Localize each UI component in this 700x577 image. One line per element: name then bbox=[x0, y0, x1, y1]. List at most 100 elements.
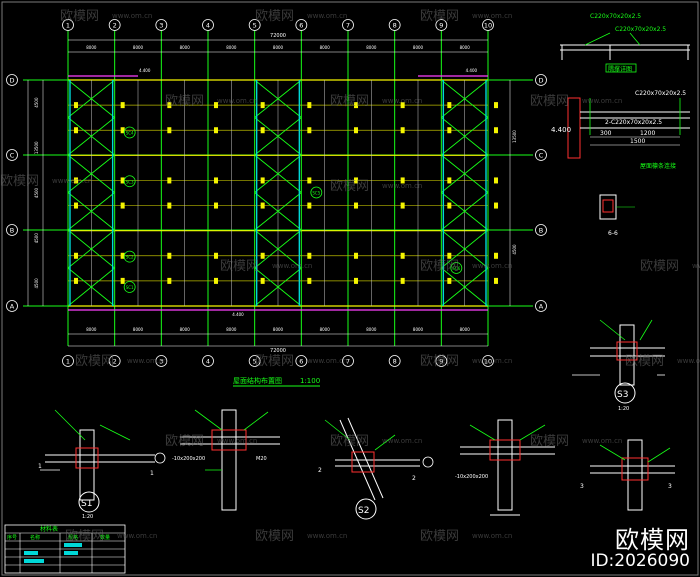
section-label: 6-6 bbox=[608, 230, 618, 237]
d4-plate-note: -10x200x200 bbox=[455, 474, 488, 480]
watermark-url: www.om.cn bbox=[52, 177, 92, 185]
sc-marker-5 bbox=[310, 186, 323, 199]
dim-top-bay-8: 8000 bbox=[460, 45, 471, 50]
dim-top-bay-7: 8000 bbox=[413, 45, 424, 50]
truss-note-2: C220x70x20x2.5 bbox=[615, 26, 666, 33]
dim-left-1: 13500 bbox=[34, 141, 39, 154]
brace bbox=[441, 79, 489, 118]
table-header-0: 序号 bbox=[7, 534, 17, 541]
purlin-clip bbox=[447, 102, 452, 109]
axis-label-top-2: 2 bbox=[113, 22, 117, 30]
axis-label-bottom-8: 8 bbox=[393, 358, 397, 366]
brace bbox=[67, 154, 115, 193]
watermark-url: www.om.cn bbox=[307, 532, 347, 540]
watermark-cn: 欧模网 bbox=[255, 529, 294, 544]
axis-label-bottom-4: 4 bbox=[206, 358, 210, 366]
purlin-clip bbox=[74, 127, 78, 134]
watermark-cn: 欧模网 bbox=[625, 354, 664, 369]
brace bbox=[254, 267, 302, 307]
purlin-clip bbox=[260, 127, 265, 134]
dim-1500: 1500 bbox=[630, 138, 645, 145]
purlin-clip bbox=[74, 202, 78, 209]
watermark-url: www.om.cn bbox=[382, 97, 422, 105]
purlin-clip bbox=[447, 277, 452, 284]
elev-label-0: 4.400 bbox=[139, 68, 151, 73]
watermark-cn: 欧模网 bbox=[65, 529, 104, 544]
brace bbox=[254, 117, 302, 156]
purlin-clip bbox=[354, 127, 358, 134]
watermark-url: www.om.cn bbox=[217, 437, 257, 445]
brace bbox=[441, 192, 489, 231]
watermark-cn: 欧模网 bbox=[255, 9, 294, 24]
dim-left-4: 4500 bbox=[34, 278, 39, 289]
axis-label-bottom-7: 7 bbox=[346, 358, 350, 366]
axis-bubble-bottom-8 bbox=[388, 355, 401, 367]
axis-label-bottom-9: 9 bbox=[439, 358, 443, 366]
watermark-url: www.om.cn bbox=[582, 97, 622, 105]
brace bbox=[254, 79, 302, 118]
axis-bubble-bottom-6 bbox=[295, 355, 308, 367]
dim-bottom-bay-6: 8000 bbox=[366, 327, 377, 332]
purlin-clip bbox=[307, 252, 312, 259]
brace-elev: 4.400 bbox=[551, 126, 571, 134]
purlin-clip bbox=[400, 277, 405, 284]
row-label-right-C: C bbox=[539, 152, 544, 160]
watermark-cn: 欧模网 bbox=[330, 434, 369, 449]
dim-top-bay-1: 8000 bbox=[133, 45, 144, 50]
watermark-cn: 欧模网 bbox=[165, 94, 204, 109]
row-label-left-D: D bbox=[9, 77, 14, 85]
detail-2: -10x200x200 M20 bbox=[172, 409, 280, 511]
brace-section-note: 屋面檩条连接 bbox=[640, 162, 676, 170]
s3-label: S3 bbox=[617, 390, 628, 400]
watermark-cn: 欧模网 bbox=[330, 179, 369, 194]
purlin-clip bbox=[120, 252, 125, 259]
row-label-left-A: A bbox=[10, 303, 15, 311]
dim-top-bay-4: 8000 bbox=[273, 45, 284, 50]
purlin-clip bbox=[214, 252, 218, 259]
watermark-url: www.om.cn bbox=[472, 12, 512, 20]
dim-bottom-bay-3: 8000 bbox=[226, 327, 237, 332]
brand-block: 欧模网 ID:2026090 bbox=[590, 527, 690, 571]
axis-label-top-7: 7 bbox=[346, 22, 350, 30]
dim-bottom-bay-5: 8000 bbox=[320, 327, 331, 332]
right-detail-group: C220x70x20x2.5 C220x70x20x2.5 隅撑详图 C220x… bbox=[551, 13, 690, 237]
row-bubble-right-C bbox=[535, 149, 547, 161]
watermark-url: www.om.cn bbox=[307, 357, 347, 365]
row-bubble-left-C bbox=[6, 149, 18, 161]
brace bbox=[441, 267, 489, 307]
purlin-clip bbox=[354, 102, 358, 109]
axis-bubble-top-10 bbox=[482, 19, 494, 31]
watermark-layer: 欧模网 www.om.cn 欧模网 www.om.cn 欧模网 www.om.cn 欧模网 w… bbox=[0, 9, 700, 544]
dim-bottom-bay-2: 8000 bbox=[180, 327, 191, 332]
purlin-clip bbox=[447, 177, 452, 184]
purlin-clip bbox=[120, 102, 125, 109]
purlin-clip bbox=[307, 102, 312, 109]
dim-right-0: 13500 bbox=[512, 130, 517, 143]
axis-bubble-top-4 bbox=[202, 19, 214, 31]
brace bbox=[441, 117, 489, 156]
purlin-clip bbox=[214, 127, 218, 134]
row-bubble-right-B bbox=[535, 224, 547, 236]
dim-top-bay-0: 8000 bbox=[86, 45, 97, 50]
axis-label-top-1: 1 bbox=[66, 22, 70, 30]
purlin-clip bbox=[260, 202, 265, 209]
watermark-url: www.om.cn bbox=[127, 357, 167, 365]
brace bbox=[67, 79, 115, 118]
purlin-clip bbox=[74, 252, 78, 259]
roof-plan: SC1SC2SC3SC4SC5SC61122334455667788991010… bbox=[6, 19, 547, 367]
brace bbox=[441, 229, 489, 269]
axis-label-top-5: 5 bbox=[253, 22, 257, 30]
purlin-clip bbox=[447, 202, 452, 209]
table-header-1: 名称 bbox=[30, 534, 40, 541]
row-bubble-right-A bbox=[535, 300, 547, 312]
brace bbox=[67, 117, 115, 156]
purlin-clip bbox=[74, 177, 78, 184]
purlin-clip bbox=[167, 277, 172, 284]
sc-label-1: SC1 bbox=[126, 285, 134, 290]
axis-label-bottom-6: 6 bbox=[299, 358, 303, 366]
purlin-clip bbox=[494, 202, 498, 209]
axis-label-bottom-10: 10 bbox=[484, 358, 492, 366]
row-label-right-D: D bbox=[538, 77, 543, 85]
dim-top-bay-6: 8000 bbox=[366, 45, 377, 50]
